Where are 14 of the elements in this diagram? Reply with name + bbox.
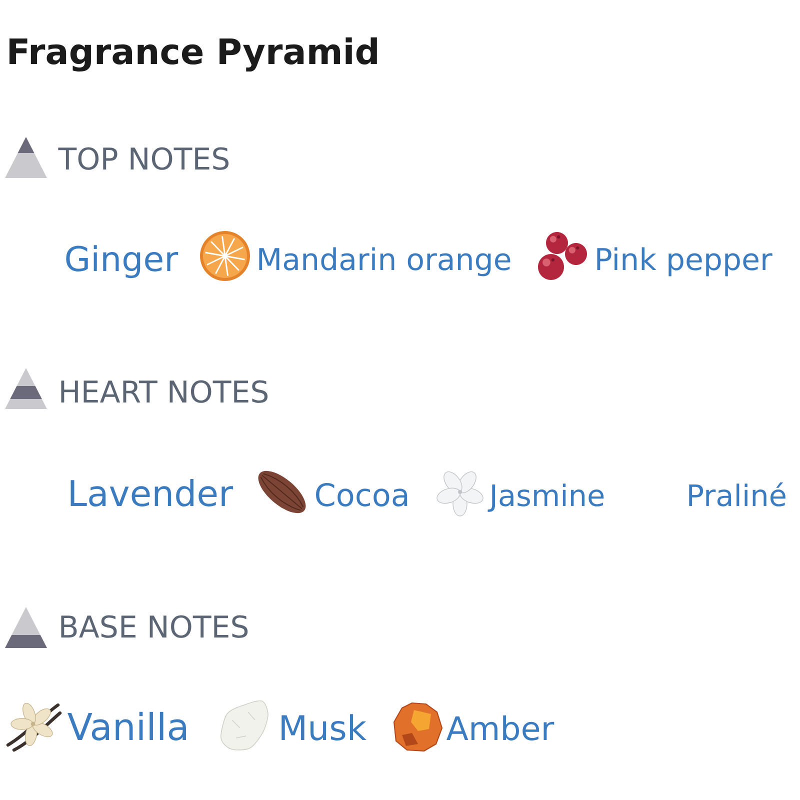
ingredient-label: Cocoa	[316, 483, 408, 506]
ingredient-label: Pink pepper	[597, 247, 772, 276]
ingredient-label: Musk	[282, 714, 366, 740]
ingredient-label: Lavender	[70, 479, 234, 506]
section-heading: TOP NOTES	[58, 147, 229, 170]
title: Fragrance Pyramid	[10, 37, 377, 72]
ingredient-label: Praliné	[689, 482, 786, 506]
ingredient-label: Mandarin orange	[259, 247, 510, 276]
ingredient-label: Ginger	[66, 245, 178, 278]
section-heading: BASE NOTES	[61, 615, 248, 638]
ingredient-label: Amber	[446, 715, 554, 740]
ingredient-label: Jasmine	[488, 484, 604, 512]
section-heading: HEART NOTES	[61, 380, 268, 403]
ingredient-label: Vanilla	[68, 712, 186, 741]
